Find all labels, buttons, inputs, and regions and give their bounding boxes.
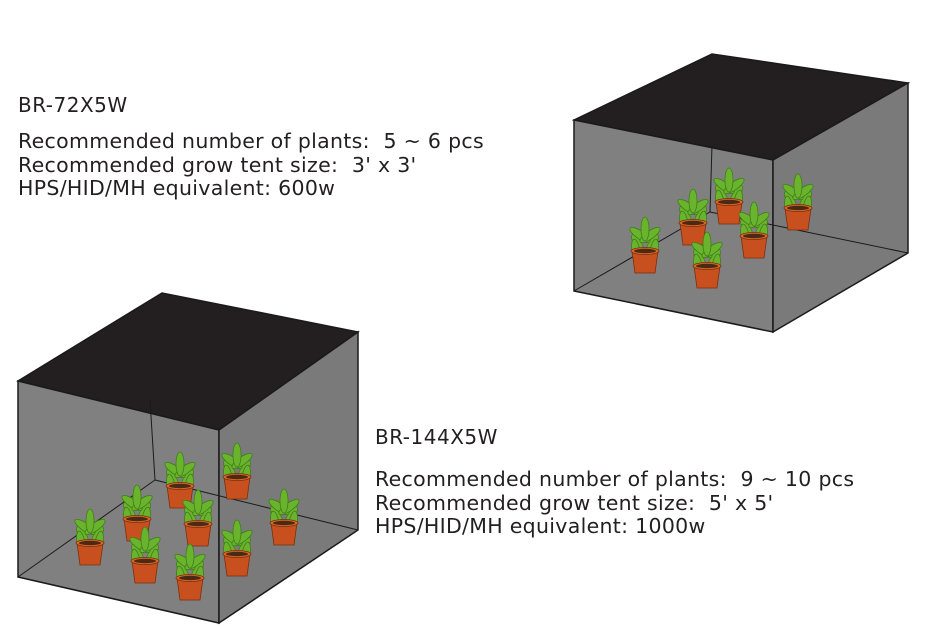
potted-plant-icon xyxy=(629,216,661,274)
potted-plant-icon xyxy=(174,543,206,601)
plants-value: 5 ~ 6 pcs xyxy=(383,129,484,153)
tent-inner-edge xyxy=(709,144,713,213)
equivalent-label: HPS/HID/MH equivalent: xyxy=(375,514,629,538)
potted-plant-icon xyxy=(268,488,300,546)
plants-label: Recommended number of plants: xyxy=(375,467,727,491)
tent-inner-edge xyxy=(149,399,156,481)
plants-label: Recommended number of plants: xyxy=(18,129,370,153)
potted-plant-icon xyxy=(782,173,814,231)
equivalent-spec: HPS/HID/MH equivalent: 1000w xyxy=(375,516,854,537)
model-name: BR-72X5W xyxy=(18,93,128,117)
tent-spec: Recommended grow tent size: 3' x 3' xyxy=(18,152,484,177)
equivalent-spec: HPS/HID/MH equivalent: 600w xyxy=(18,178,484,199)
model-name: BR-144X5W xyxy=(375,425,498,449)
tent-spec: Recommended grow tent size: 5' x 5' xyxy=(375,490,854,515)
product-info-br144: BR-144X5W Recommended number of plants: … xyxy=(375,427,854,540)
potted-plant-icon xyxy=(221,519,253,577)
equivalent-label: HPS/HID/MH equivalent: xyxy=(18,176,272,200)
tent-value: 3' x 3' xyxy=(351,152,417,177)
product-info-br72: BR-72X5W Recommended number of plants: 5… xyxy=(18,95,484,202)
plants-spec: Recommended number of plants: 9 ~ 10 pcs xyxy=(375,469,854,490)
potted-plant-icon xyxy=(691,231,723,289)
potted-plant-icon xyxy=(221,442,253,500)
potted-plant-icon xyxy=(677,188,709,246)
tent-label: Recommended grow tent size: xyxy=(18,152,339,177)
equivalent-value: 1000w xyxy=(635,514,706,538)
tent-label: Recommended grow tent size: xyxy=(375,490,696,515)
potted-plant-icon xyxy=(738,201,770,259)
potted-plant-icon xyxy=(182,489,214,547)
plants-spec: Recommended number of plants: 5 ~ 6 pcs xyxy=(18,131,484,152)
plants-value: 9 ~ 10 pcs xyxy=(740,467,855,491)
potted-plant-icon xyxy=(713,167,745,225)
potted-plant-icon xyxy=(74,508,106,566)
tent-value: 5' x 5' xyxy=(708,490,774,515)
equivalent-value: 600w xyxy=(278,176,336,200)
potted-plant-icon xyxy=(129,526,161,584)
